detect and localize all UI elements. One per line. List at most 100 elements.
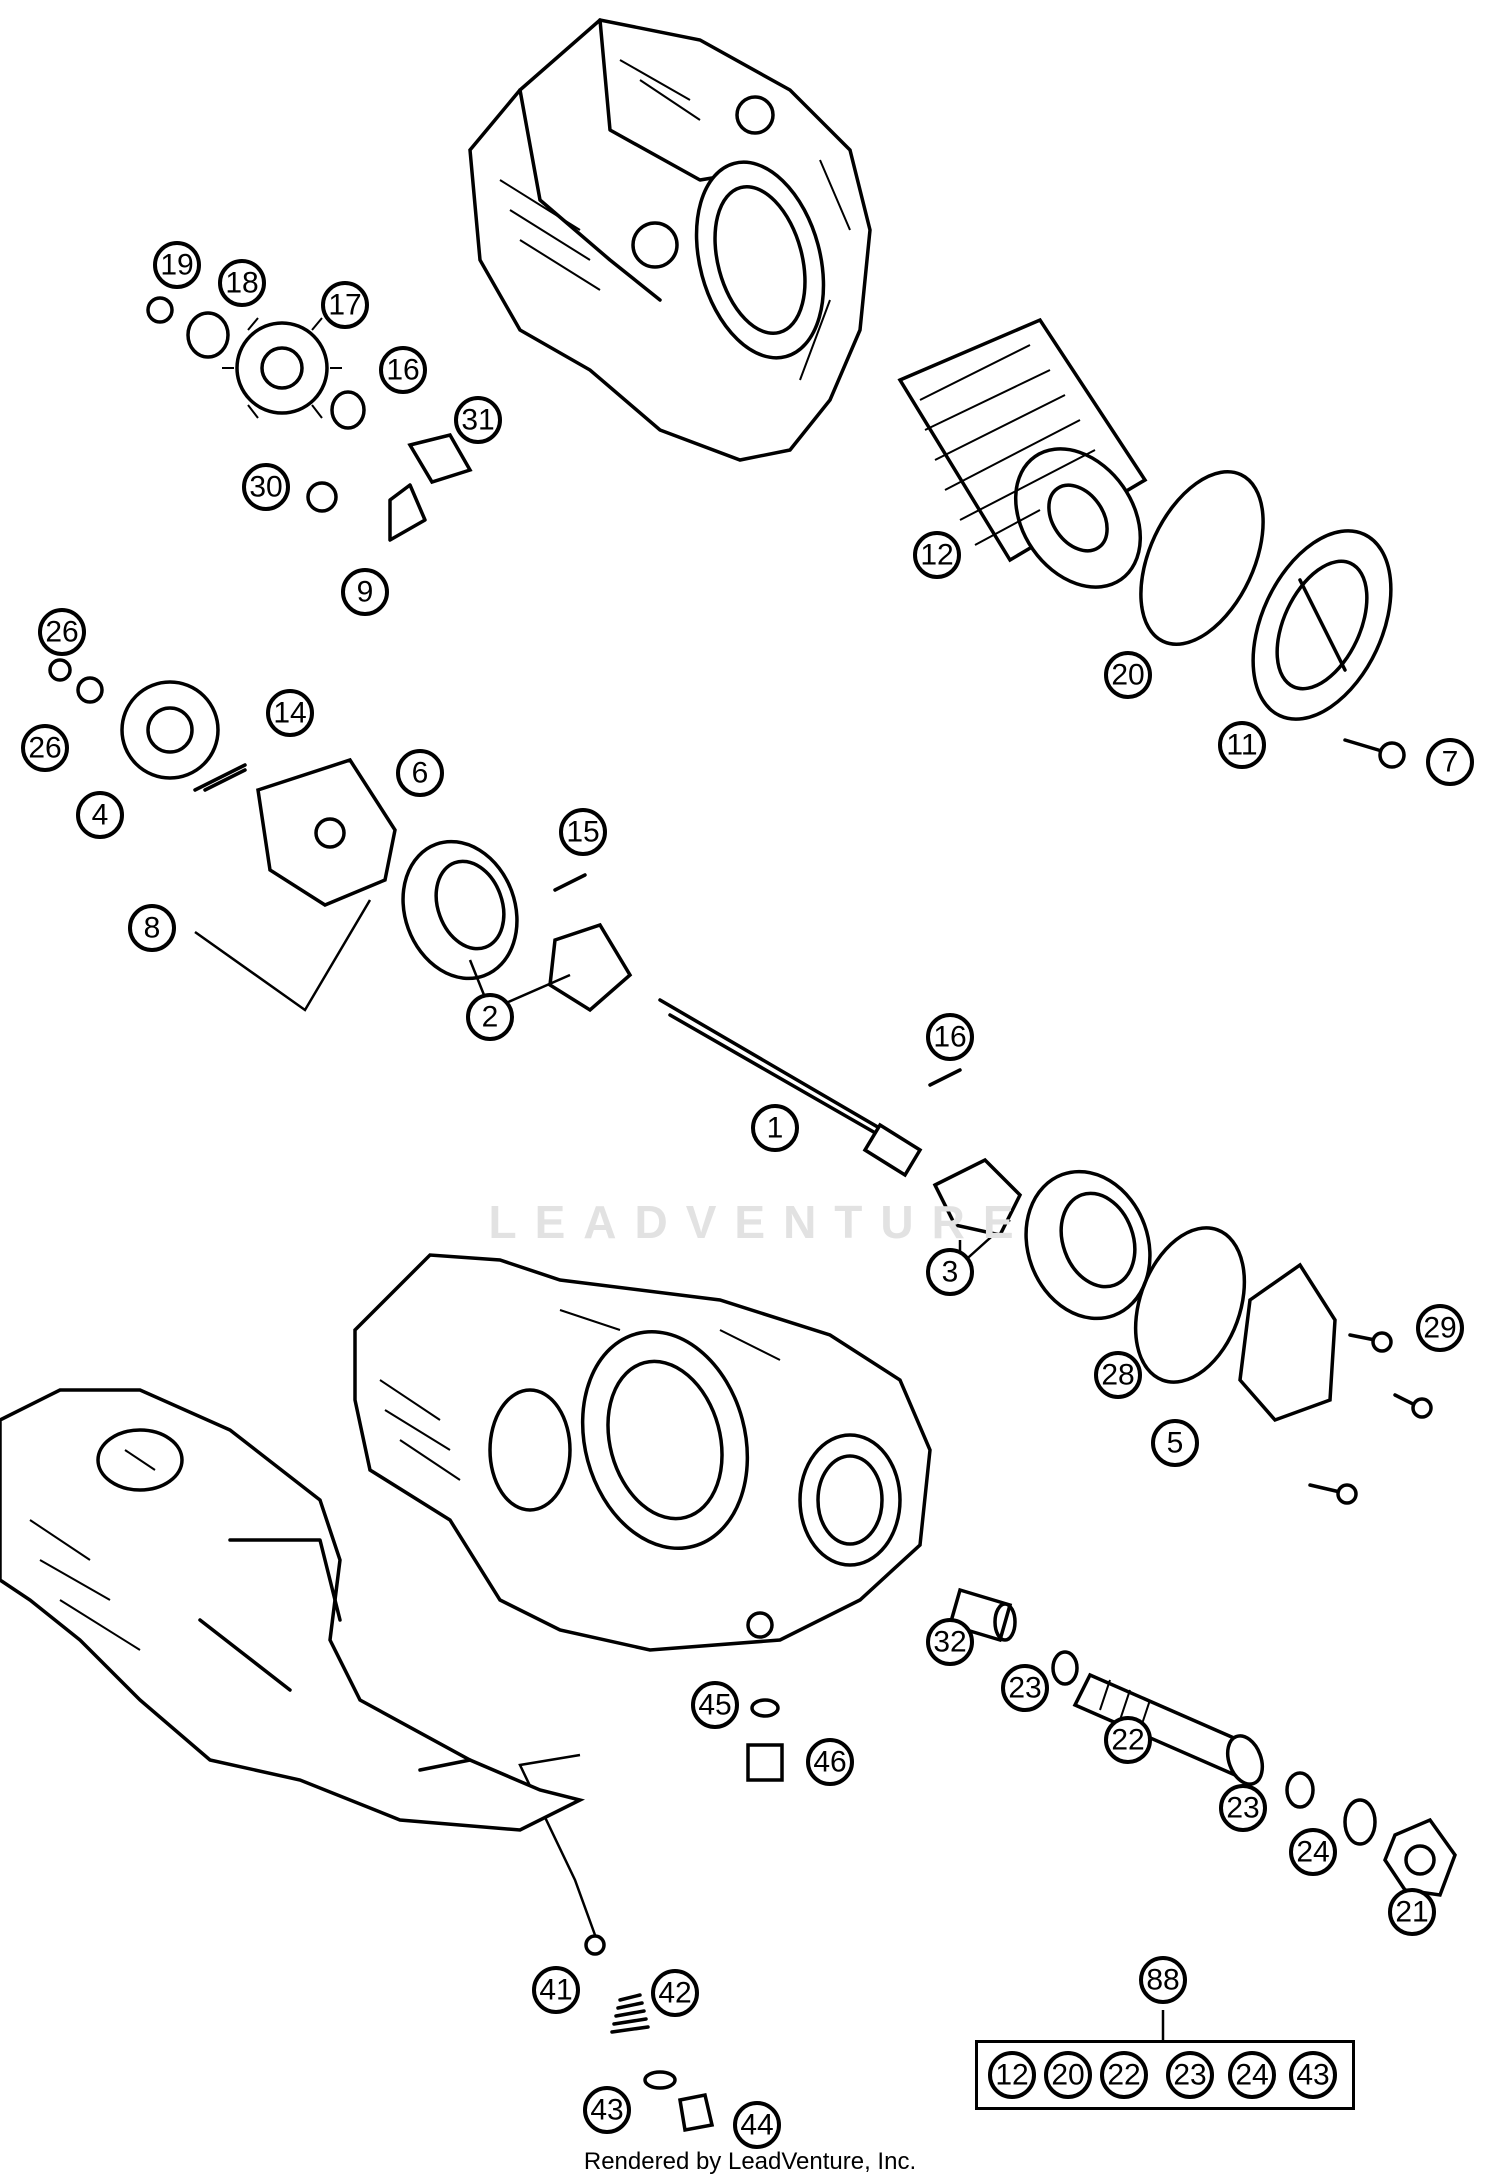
svg-text:22: 22 (1107, 2059, 1140, 2092)
callout-30[interactable]: 30 (242, 463, 290, 511)
callout-22[interactable]: 22 (1104, 1716, 1152, 1764)
kit-item-23[interactable]: 23 (1166, 2051, 1214, 2099)
callout-32[interactable]: 32 (926, 1618, 974, 1666)
upper-engine-case (468, 18, 872, 462)
callout-26-lower[interactable]: 26 (21, 724, 69, 772)
bolt-7-shape (1343, 738, 1406, 769)
kit-item-43[interactable]: 43 (1289, 2051, 1337, 2099)
callout-42[interactable]: 42 (651, 1969, 699, 2017)
o-ring-20-shape (1139, 470, 1265, 646)
pump-rotor (401, 839, 633, 1013)
svg-text:5: 5 (1167, 1427, 1184, 1460)
svg-text:6: 6 (412, 757, 429, 790)
callout-14[interactable]: 14 (266, 689, 314, 737)
pin-15-shape (553, 873, 587, 892)
svg-text:1: 1 (767, 1112, 784, 1145)
pin-16-shape (928, 1068, 962, 1087)
svg-text:2: 2 (482, 1001, 499, 1034)
callout-23-upper[interactable]: 23 (1001, 1664, 1049, 1712)
callout-5[interactable]: 5 (1151, 1419, 1199, 1467)
svg-text:3: 3 (942, 1256, 959, 1289)
callout-29[interactable]: 29 (1416, 1304, 1464, 1352)
callout-21[interactable]: 21 (1388, 1888, 1436, 1936)
svg-text:4: 4 (92, 799, 109, 832)
pump-cover (256, 757, 397, 907)
svg-text:16: 16 (386, 354, 419, 387)
svg-text:14: 14 (273, 697, 306, 730)
callout-7[interactable]: 7 (1426, 738, 1474, 786)
svg-text:43: 43 (590, 2094, 623, 2127)
callout-15[interactable]: 15 (559, 808, 607, 856)
crankcase-half (353, 1253, 932, 1652)
fitting-44-shape (677, 2092, 715, 2133)
svg-text:8: 8 (144, 912, 161, 945)
left-case-half (0, 1388, 586, 1832)
watermark: LEADVENTURE (488, 1196, 1032, 1248)
svg-text:12: 12 (920, 539, 953, 572)
callout-46[interactable]: 46 (806, 1738, 854, 1786)
callout-1[interactable]: 1 (751, 1104, 799, 1152)
callout-31[interactable]: 31 (454, 396, 502, 444)
svg-text:26: 26 (28, 732, 61, 765)
svg-text:43: 43 (1296, 2059, 1329, 2092)
svg-text:9: 9 (357, 576, 374, 609)
ball-41-shape (584, 1934, 606, 1956)
callout-6[interactable]: 6 (396, 749, 444, 797)
kit-item-24[interactable]: 24 (1228, 2051, 1276, 2099)
callout-19[interactable]: 19 (153, 241, 201, 289)
callout-28[interactable]: 28 (1094, 1351, 1142, 1399)
washer-43-shape (643, 2070, 677, 2090)
kit-box (975, 2040, 1355, 2110)
callout-12[interactable]: 12 (913, 531, 961, 579)
callout-41[interactable]: 41 (532, 1966, 580, 2014)
svg-text:30: 30 (249, 471, 282, 504)
svg-text:31: 31 (461, 404, 494, 437)
svg-text:32: 32 (933, 1626, 966, 1659)
lower-rotor (932, 1157, 1152, 1321)
svg-text:23: 23 (1173, 2059, 1206, 2092)
svg-text:23: 23 (1008, 1672, 1041, 1705)
callout-26-upper[interactable]: 26 (38, 608, 86, 656)
callout-9[interactable]: 9 (341, 568, 389, 616)
callout-44[interactable]: 44 (733, 2101, 781, 2149)
kit-item-20[interactable]: 20 (1044, 2051, 1092, 2099)
callout-11[interactable]: 11 (1218, 721, 1266, 769)
svg-text:41: 41 (539, 1974, 572, 2007)
kit-item-12[interactable]: 12 (988, 2051, 1036, 2099)
svg-text:26: 26 (45, 616, 78, 649)
o-ring-23b-shape (1285, 1771, 1315, 1809)
callout-17[interactable]: 17 (321, 281, 369, 329)
drain-plug-46-shape (746, 1743, 784, 1782)
callout-4[interactable]: 4 (76, 791, 124, 839)
pressure-valve-22 (1072, 1672, 1265, 1786)
pump-shaft (658, 998, 923, 1178)
callout-3[interactable]: 3 (926, 1248, 974, 1296)
callout-43[interactable]: 43 (583, 2086, 631, 2134)
callout-88[interactable]: 88 (1139, 1956, 1187, 2004)
svg-text:23: 23 (1226, 1792, 1259, 1825)
svg-text:18: 18 (225, 267, 258, 300)
svg-text:7: 7 (1442, 746, 1459, 779)
callout-18[interactable]: 18 (218, 259, 266, 307)
callout-16-lower[interactable]: 16 (926, 1013, 974, 1061)
callout-20[interactable]: 20 (1104, 651, 1152, 699)
svg-text:88: 88 (1146, 1964, 1179, 1997)
callout-45[interactable]: 45 (691, 1681, 739, 1729)
o-ring-23a-shape (1051, 1650, 1079, 1686)
svg-text:20: 20 (1111, 659, 1144, 692)
pin-14-shape (203, 768, 247, 792)
svg-text:28: 28 (1101, 1359, 1134, 1392)
plug-21-shape (1383, 1817, 1457, 1897)
svg-text:44: 44 (740, 2109, 773, 2142)
callout-2[interactable]: 2 (466, 993, 514, 1041)
kit-item-22[interactable]: 22 (1100, 2051, 1148, 2099)
callout-24[interactable]: 24 (1289, 1828, 1337, 1876)
callout-23-lower[interactable]: 23 (1219, 1784, 1267, 1832)
callout-8[interactable]: 8 (128, 904, 176, 952)
kit-items: 12 20 22 23 24 43 (988, 2051, 1337, 2099)
o-ring-28-shape (1133, 1226, 1247, 1384)
callout-16-upper[interactable]: 16 (379, 346, 427, 394)
svg-text:20: 20 (1051, 2059, 1084, 2092)
